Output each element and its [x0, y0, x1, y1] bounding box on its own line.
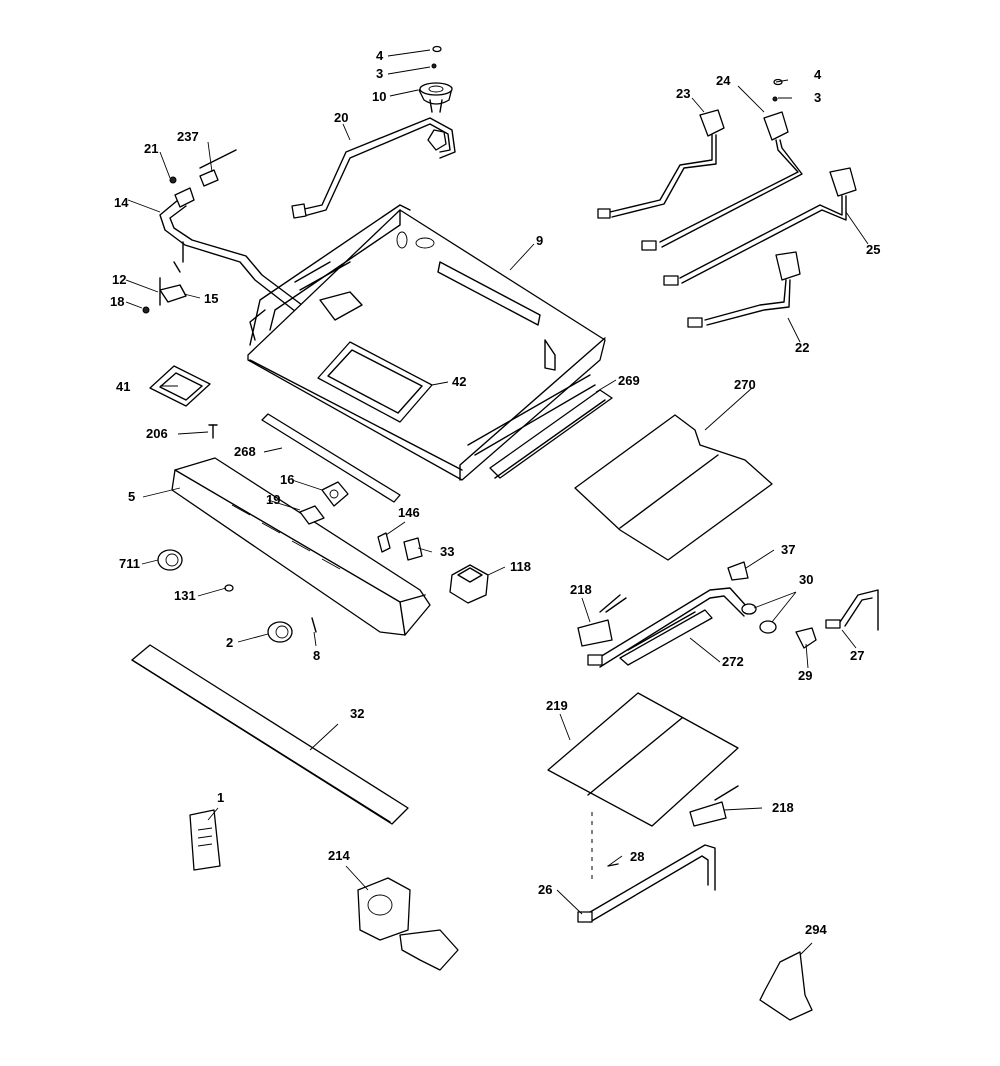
label-10: 10 — [372, 89, 386, 104]
label-19: 19 — [266, 492, 280, 507]
label-711: 711 — [119, 556, 140, 571]
label-270: 270 — [734, 377, 756, 392]
part-146-clip — [377, 532, 391, 553]
label-206: 206 — [146, 426, 168, 441]
label-3b: 3 — [814, 90, 821, 105]
part-272-burner-baffle — [619, 609, 713, 666]
part-32-trim-strip — [131, 644, 409, 825]
label-4: 4 — [376, 48, 384, 63]
label-118: 118 — [510, 559, 531, 574]
label-237: 237 — [177, 129, 199, 144]
part-2-knob — [267, 621, 293, 643]
part-41-plate — [149, 365, 211, 407]
part-25-valve — [663, 167, 857, 286]
label-30: 30 — [799, 572, 813, 587]
label-26: 26 — [538, 882, 552, 897]
part-22-valve — [687, 251, 801, 328]
label-2: 2 — [226, 635, 233, 650]
leader-lines — [125, 49, 869, 956]
label-8: 8 — [313, 648, 320, 663]
label-294: 294 — [805, 922, 827, 937]
label-20: 20 — [334, 110, 348, 125]
part-294-bracket — [759, 951, 813, 1021]
part-26-broil-burner — [577, 844, 716, 923]
part-5-control-panel — [171, 457, 431, 636]
part-19-bracket — [299, 505, 325, 525]
label-131: 131 — [174, 588, 196, 603]
label-3: 3 — [376, 66, 383, 81]
label-16: 16 — [280, 472, 294, 487]
part-20-gas-tube — [291, 117, 456, 219]
part-9-burner-box — [247, 204, 606, 481]
part-1-literature — [189, 809, 221, 871]
label-23: 23 — [676, 86, 690, 101]
part-16-switch — [321, 481, 349, 507]
label-4b: 4 — [814, 67, 822, 82]
label-15: 15 — [204, 291, 218, 306]
part-37-cap — [727, 561, 749, 581]
part-8-screw — [311, 617, 317, 633]
part-118-igniter-module — [449, 564, 489, 604]
part-219-shield — [547, 692, 739, 827]
label-269: 269 — [618, 373, 640, 388]
label-29: 29 — [798, 668, 812, 683]
part-218-igniter-b — [689, 785, 739, 827]
part-29-elbow — [795, 627, 817, 649]
part-214-valve — [357, 877, 459, 971]
part-33-switch — [403, 537, 423, 561]
part-27-tube — [825, 589, 879, 631]
label-5: 5 — [128, 489, 135, 504]
label-9: 9 — [536, 233, 543, 248]
label-146: 146 — [398, 505, 420, 520]
label-12: 12 — [112, 272, 126, 287]
label-28: 28 — [630, 849, 644, 864]
part-23-valve — [597, 109, 725, 219]
part-218-igniter-a — [577, 594, 627, 647]
label-18: 18 — [110, 294, 124, 309]
label-41: 41 — [116, 379, 130, 394]
part-269-rail — [489, 389, 613, 479]
part-268-rail — [261, 413, 401, 503]
label-218a: 218 — [570, 582, 592, 597]
label-32: 32 — [350, 706, 364, 721]
label-218b: 218 — [772, 800, 794, 815]
part-270-shield — [574, 414, 773, 561]
part-30-fittings — [741, 603, 777, 634]
label-1: 1 — [217, 790, 224, 805]
part-24-valve — [641, 78, 803, 251]
part-10-burner-head — [418, 45, 453, 151]
label-21: 21 — [144, 141, 158, 156]
label-24: 24 — [716, 73, 731, 88]
label-42: 42 — [452, 374, 466, 389]
part-28-screw — [607, 863, 619, 867]
label-22: 22 — [795, 340, 809, 355]
label-14: 14 — [114, 195, 129, 210]
part-oven-burner — [587, 587, 749, 668]
part-labels: 4 3 10 20 21 237 14 12 15 18 23 24 4 3 2… — [110, 48, 880, 937]
label-272: 272 — [722, 654, 744, 669]
label-27: 27 — [850, 648, 864, 663]
label-219: 219 — [546, 698, 568, 713]
label-37: 37 — [781, 542, 795, 557]
label-25: 25 — [866, 242, 880, 257]
part-131-screw — [224, 584, 234, 592]
label-214: 214 — [328, 848, 350, 863]
part-206-screw — [208, 424, 218, 439]
part-711-knob — [157, 549, 183, 571]
label-268: 268 — [234, 444, 256, 459]
label-33: 33 — [440, 544, 454, 559]
